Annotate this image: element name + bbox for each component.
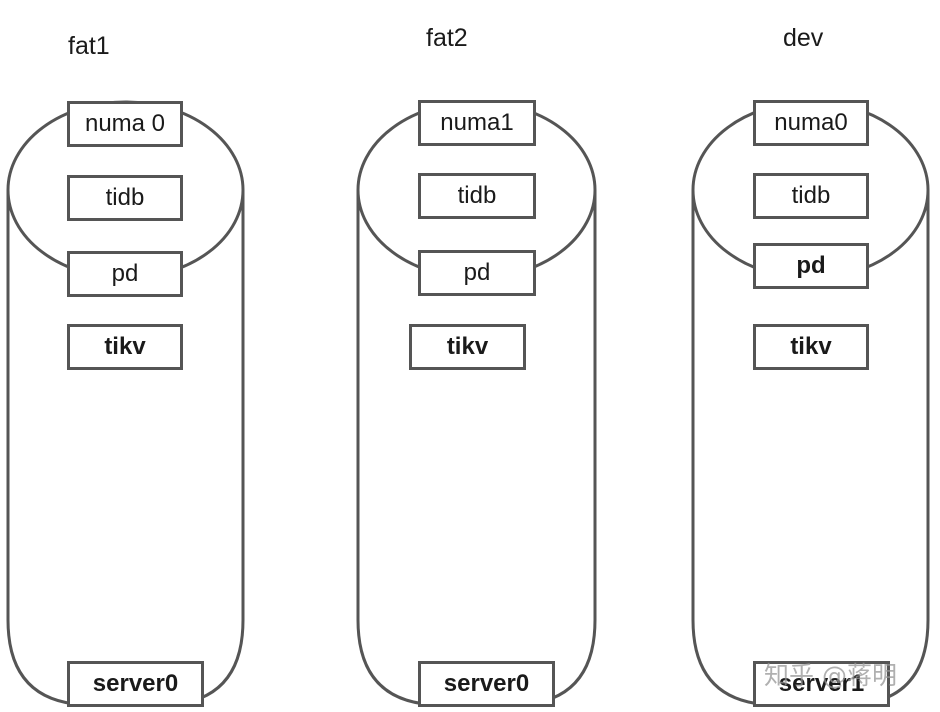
- tikv-box: tikv: [753, 324, 869, 370]
- tikv-box: tikv: [67, 324, 183, 370]
- column-title-dev: dev: [783, 24, 824, 52]
- server-box: server1: [753, 661, 890, 707]
- watermark-text: 知乎 @蒋明: [764, 661, 897, 690]
- pd-box: pd: [67, 251, 183, 297]
- tidb-box: tidb: [418, 173, 536, 219]
- numa-box: numa1: [418, 100, 536, 146]
- numa-box: numa 0: [67, 101, 183, 147]
- tidb-box: tidb: [67, 175, 183, 221]
- server-box: server0: [418, 661, 555, 707]
- tikv-box: tikv: [409, 324, 526, 370]
- pd-box: pd: [418, 250, 536, 296]
- column-title-fat1: fat1: [68, 32, 110, 60]
- column-title-fat2: fat2: [426, 24, 468, 52]
- pd-box: pd: [753, 243, 869, 289]
- numa-box: numa0: [753, 100, 869, 146]
- tidb-box: tidb: [753, 173, 869, 219]
- server-box: server0: [67, 661, 204, 707]
